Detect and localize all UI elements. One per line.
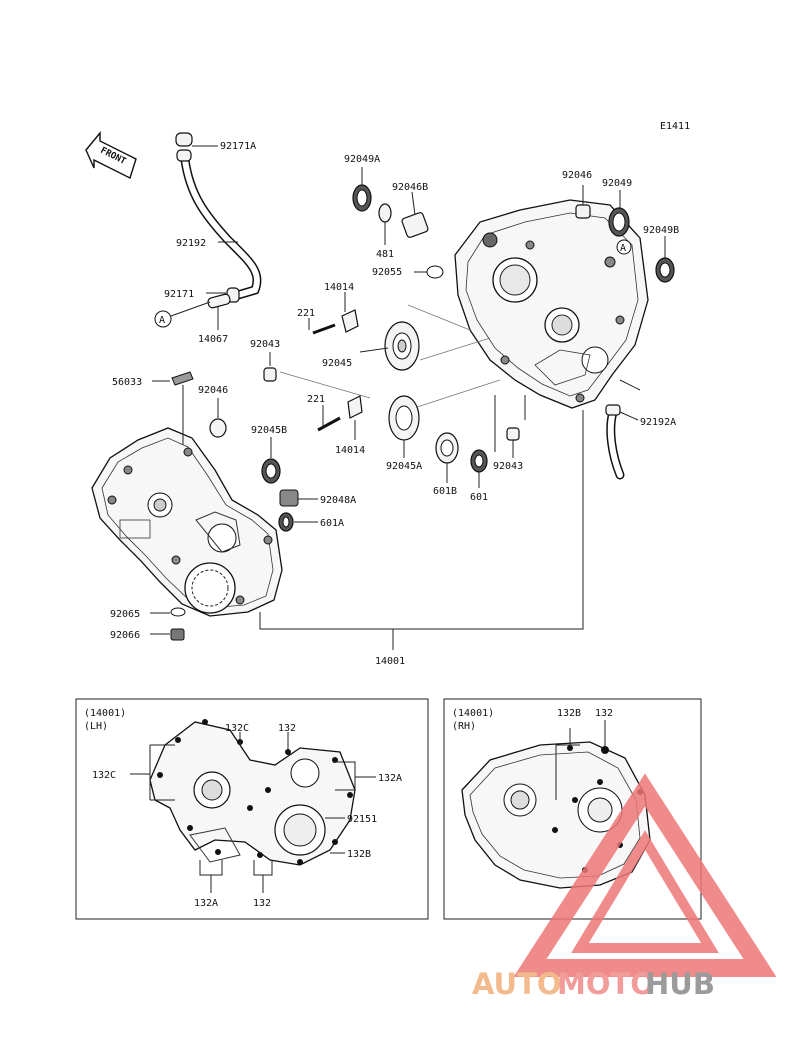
diagram-code: E1411 <box>660 121 690 132</box>
hose-clamp-92171A <box>175 132 193 147</box>
ref-marker-a-right <box>616 239 632 255</box>
callout-92045A: 92045A <box>386 461 422 472</box>
callout-14067: 14067 <box>198 334 228 345</box>
o-ring-92055 <box>426 265 444 279</box>
pipe-fitting-14067 <box>207 293 231 309</box>
lh-label-132-top: 132 <box>278 723 296 734</box>
lh-inset-frame <box>75 698 429 920</box>
callout-92049: 92049 <box>602 178 632 189</box>
callout-92045: 92045 <box>322 358 352 369</box>
callout-92046B: 92046B <box>392 182 428 193</box>
watermark-logo: AUTO MOTO HUB <box>472 773 777 1001</box>
lh-inset-title: (14001) <box>84 708 126 719</box>
ref-marker-a-left <box>154 310 172 328</box>
drain-plug-92066 <box>170 628 185 641</box>
breather-hose-92192A <box>605 404 625 480</box>
callout-92171A: 92171A <box>220 141 256 152</box>
bolt-221-top <box>312 323 336 335</box>
rh-crankcase-half <box>454 199 649 409</box>
callout-92066: 92066 <box>110 630 140 641</box>
lh-label-132a-bottom: 132A <box>194 898 218 909</box>
callout-92192A: 92192A <box>640 417 676 428</box>
callout-601B: 601B <box>433 486 457 497</box>
callout-92043-left: 92043 <box>250 339 280 350</box>
callout-601A: 601A <box>320 518 344 529</box>
needle-bearing-92046B <box>401 212 429 238</box>
rh-label-132: 132 <box>595 708 613 719</box>
watermark-text-auto: AUTO <box>472 967 562 1001</box>
callout-92049A: 92049A <box>344 154 380 165</box>
callout-92045B: 92045B <box>251 425 287 436</box>
dowel-pin-92043-left <box>263 367 277 382</box>
lh-inset-subtitle: (LH) <box>84 721 108 732</box>
callout-92049B: 92049B <box>643 225 679 236</box>
bushing-92046-left <box>209 418 227 438</box>
lh-label-92151: 92151 <box>347 814 377 825</box>
callout-92046-left: 92046 <box>198 385 228 396</box>
plate-14014-top <box>341 309 359 333</box>
callout-601: 601 <box>470 492 488 503</box>
rh-inset-frame <box>443 698 702 920</box>
hose-clamp-lower <box>176 149 192 162</box>
lh-crankcase-half <box>91 427 283 617</box>
callout-481: 481 <box>376 249 394 260</box>
lh-label-132b: 132B <box>347 849 371 860</box>
callout-92046-top: 92046 <box>562 170 592 181</box>
circlip-481 <box>378 203 392 223</box>
callout-92192: 92192 <box>176 238 206 249</box>
plate-14014-mid <box>347 395 363 419</box>
lh-label-132-bottom: 132 <box>253 898 271 909</box>
rh-label-132b: 132B <box>557 708 581 719</box>
plate-56033 <box>171 371 194 386</box>
watermark-text-hub: HUB <box>645 967 715 1001</box>
needle-bearing-92048A <box>279 489 299 507</box>
front-arrow-icon: FRONT <box>85 131 137 179</box>
washer-92065 <box>170 607 186 617</box>
bolt-221-mid <box>317 416 341 432</box>
callout-14014-mid: 14014 <box>335 445 365 456</box>
callout-221-top: 221 <box>297 308 315 319</box>
callout-92171: 92171 <box>164 289 194 300</box>
callout-92043-mid: 92043 <box>493 461 523 472</box>
lh-inset-crankcase <box>149 719 356 866</box>
rh-inset-subtitle: (RH) <box>452 721 476 732</box>
ref-marker-a-left-label: A <box>159 315 165 326</box>
rh-inset-title: (14001) <box>452 708 494 719</box>
lh-label-132c-left: 132C <box>92 770 116 781</box>
bushing-92046 <box>575 204 591 219</box>
dowel-pin-92043-mid <box>506 427 520 441</box>
ref-marker-a-right-label: A <box>620 243 626 254</box>
callout-92065: 92065 <box>110 609 140 620</box>
callout-92055: 92055 <box>372 267 402 278</box>
callout-56033: 56033 <box>112 377 142 388</box>
callout-221-mid: 221 <box>307 394 325 405</box>
callout-14001: 14001 <box>375 656 405 667</box>
watermark-text-moto: MOTO <box>557 967 655 1001</box>
lh-label-132c-top: 132C <box>225 723 249 734</box>
callout-14014-top: 14014 <box>324 282 354 293</box>
callout-92048A: 92048A <box>320 495 356 506</box>
breather-hose-92192 <box>180 155 262 300</box>
lh-label-132a-right: 132A <box>378 773 402 784</box>
